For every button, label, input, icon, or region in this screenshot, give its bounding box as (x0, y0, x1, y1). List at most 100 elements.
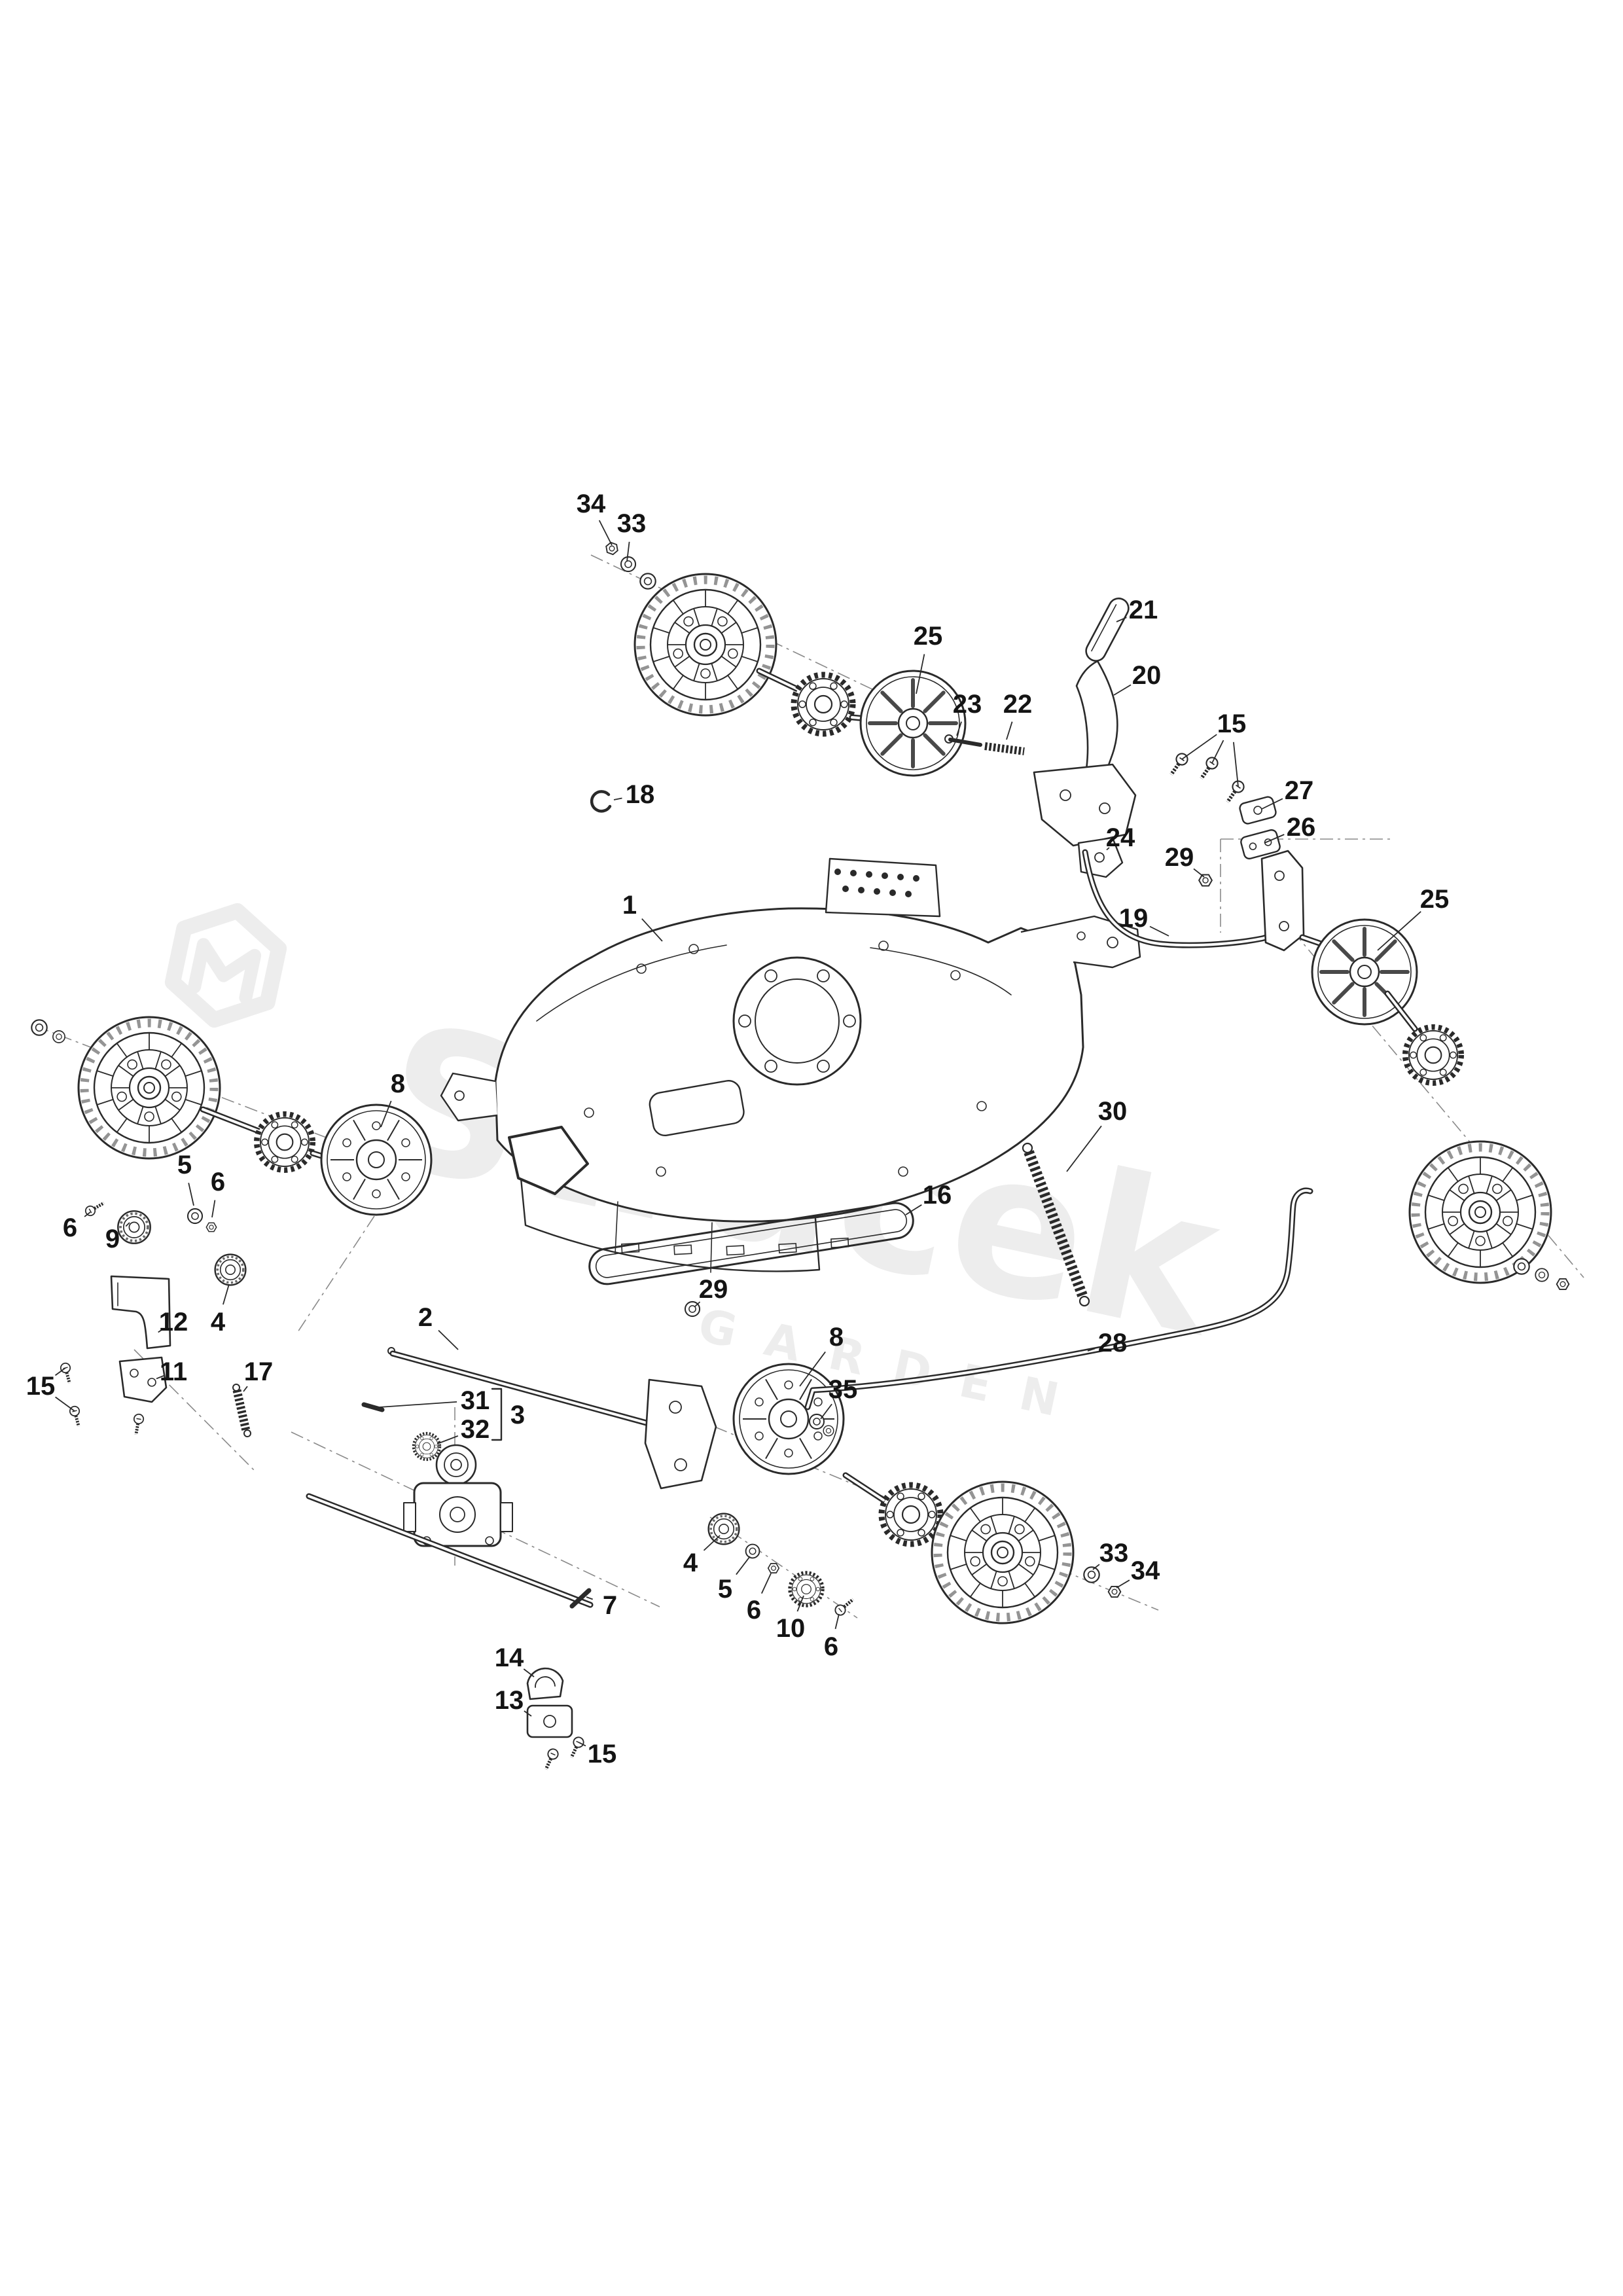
leader-line (578, 1742, 586, 1747)
leader-line (1377, 911, 1421, 951)
washer (1513, 1258, 1530, 1275)
leader-line (1193, 868, 1205, 878)
wheel-gear (882, 1485, 940, 1544)
rear-right-wheel-assembly (1312, 920, 1570, 1291)
washer-5 (187, 1208, 204, 1225)
part-number-label: 21 (1129, 596, 1158, 624)
gear-32 (414, 1433, 440, 1460)
part-number-label: 10 (776, 1614, 806, 1643)
part-number-label: 4 (211, 1308, 226, 1336)
leader-line (1106, 847, 1110, 851)
leader-line (438, 1329, 459, 1350)
part-number-label: 6 (63, 1213, 77, 1242)
leader-line (125, 1222, 130, 1227)
leader-line (834, 1613, 840, 1630)
leader-line (1116, 1579, 1130, 1588)
part-number-label: 26 (1287, 813, 1316, 842)
leader-line (799, 1351, 826, 1387)
left-drive-parts (60, 1199, 251, 1437)
part-number-label: 15 (588, 1740, 617, 1768)
drive-belt-16 (588, 1202, 914, 1285)
leader-line (905, 1204, 922, 1215)
label-bracket (491, 1388, 503, 1441)
part-number-label: 8 (829, 1323, 844, 1352)
mower-deck (440, 857, 1141, 1273)
part-number-label: 14 (495, 1643, 524, 1672)
brake-rod-28 (804, 1187, 1313, 1410)
leader-line (223, 1283, 230, 1305)
part-number-label: 11 (160, 1357, 187, 1386)
part-number-label: 13 (495, 1686, 524, 1715)
tension-spring-30 (1022, 1142, 1090, 1307)
leader-line (613, 797, 622, 800)
axle-pivot-plate (1260, 850, 1305, 952)
part-number-label: 7 (603, 1591, 617, 1620)
part-number-label: 35 (829, 1375, 858, 1404)
washer (1535, 1268, 1549, 1282)
leader-line (211, 1200, 216, 1218)
leader-line (1087, 1348, 1096, 1352)
part-number-label: 31 (461, 1386, 490, 1415)
leader-line (524, 1710, 532, 1717)
washer-5 (745, 1543, 760, 1559)
nut-34 (603, 541, 620, 556)
part-number-label: 17 (244, 1357, 274, 1386)
clamp-13 (526, 1704, 573, 1738)
part-number-label: 27 (1285, 776, 1314, 805)
lever-mount-bracket (1033, 763, 1137, 847)
screw-15 (567, 1736, 585, 1760)
bushing-4 (707, 1512, 741, 1546)
leader-line (820, 1403, 832, 1420)
pin-23 (948, 738, 982, 747)
leader-line (1113, 684, 1132, 696)
part-number-label: 4 (683, 1549, 698, 1577)
part-number-label: 12 (159, 1308, 188, 1336)
part-number-label: 32 (461, 1415, 490, 1444)
leader-line (1211, 740, 1224, 764)
nut-29 (1198, 874, 1213, 887)
leader-line (523, 1668, 535, 1677)
washer (639, 573, 656, 590)
bushing-4 (213, 1253, 247, 1287)
leader-line (956, 721, 962, 736)
clamp-27 (1239, 796, 1277, 825)
part-number-label: 23 (953, 690, 982, 719)
screw (132, 1414, 145, 1435)
screw-15 (1197, 755, 1220, 781)
nut-6 (205, 1222, 217, 1232)
guard-12 (110, 1275, 171, 1350)
drive-cover-8 (320, 1103, 433, 1216)
washer-35 (823, 1425, 834, 1437)
nut-34 (1107, 1585, 1122, 1598)
circlip-18 (590, 790, 612, 813)
nut (1556, 1278, 1570, 1291)
leader-line (736, 1556, 751, 1575)
leader-line (598, 520, 613, 546)
part-number-label: 9 (105, 1225, 120, 1253)
part-number-label: 29 (699, 1275, 728, 1304)
leader-line (158, 1328, 164, 1333)
leader-line (1066, 1125, 1102, 1172)
front-axle-assembly (387, 1300, 1122, 1623)
leader-line (1116, 617, 1127, 622)
washer (31, 1019, 48, 1036)
leader-line (1181, 734, 1217, 760)
leader-line (1149, 925, 1169, 937)
part-number-label: 3 (510, 1401, 525, 1429)
part-number-label: 18 (626, 780, 655, 809)
wheel-gear (257, 1114, 313, 1170)
part-number-label: 8 (391, 1069, 405, 1098)
leader-line (1006, 721, 1013, 740)
leader-line (55, 1396, 75, 1412)
leader-line (796, 1595, 804, 1612)
washer-33 (1083, 1566, 1100, 1583)
leader-line (1264, 834, 1285, 844)
spring-17 (232, 1389, 251, 1432)
watermark-logo-icon (164, 903, 287, 1028)
part-number-label: 33 (1099, 1539, 1129, 1568)
pinion-10 (790, 1573, 823, 1605)
part-number-label: 34 (1131, 1556, 1160, 1585)
part-number-label: 6 (747, 1596, 761, 1624)
